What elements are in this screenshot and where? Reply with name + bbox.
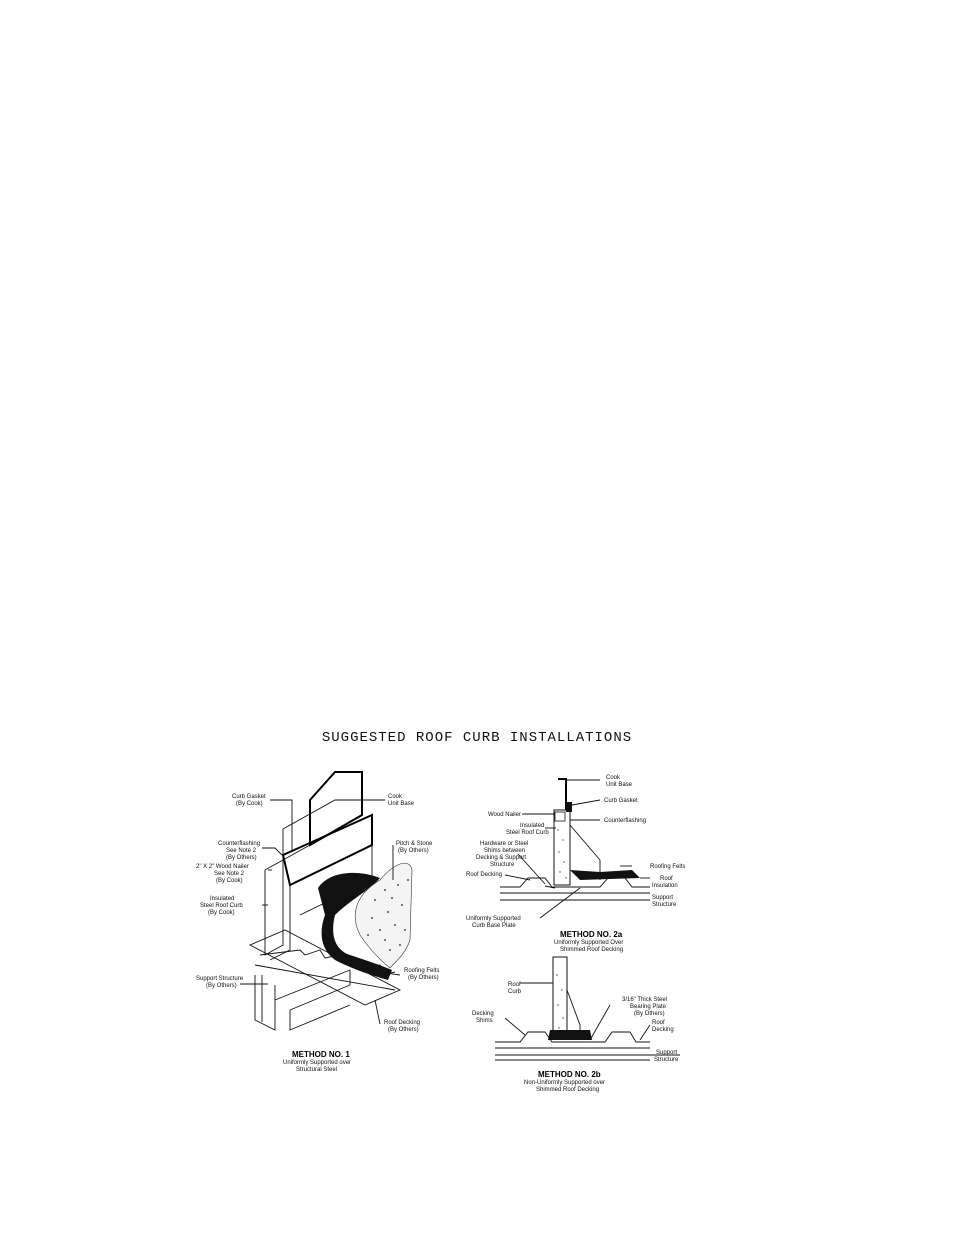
caption-method-2a-sub1: Uniformly Supported Over	[554, 940, 623, 946]
label-roofing-felts-by: (By Others)	[408, 975, 439, 981]
label-2a-insulated: Insulated	[520, 823, 544, 829]
caption-method-2a: METHOD NO. 2a	[560, 930, 623, 939]
label-2a-structure: Structure	[490, 862, 515, 868]
label-steel-roof-curb: Steel Roof Curb	[200, 903, 243, 909]
method1-drawing	[240, 771, 413, 1031]
caption-method-2b-sub1: Non-Uniformly Supported over	[524, 1080, 605, 1086]
label-roof-decking-by: (By Others)	[388, 1027, 419, 1033]
label-curb-gasket: Curb Gasket	[232, 794, 266, 800]
label-2a-support: Support	[652, 895, 673, 901]
label-curb-gasket-by: (By Cook)	[236, 801, 263, 807]
caption-method-2b: METHOD NO. 2b	[538, 1070, 601, 1079]
caption-method-1-sub2: Structural Steel	[296, 1067, 337, 1073]
label-counterflashing: Counterflashing	[218, 841, 260, 847]
label-2b-roof-2: Roof	[652, 1020, 665, 1026]
label-2b-curb: Curb	[508, 989, 522, 995]
label-insulated: Insulated	[210, 896, 234, 902]
label-counterflashing-by: (By Others)	[226, 855, 257, 861]
label-pitch-stone-by: (By Others)	[398, 848, 429, 854]
label-2a-curb-gasket: Curb Gasket	[604, 798, 638, 804]
label-2b-roof: Roof	[508, 982, 521, 988]
caption-method-1-sub1: Uniformly Supported over	[283, 1060, 351, 1066]
label-2b-support: Support	[656, 1050, 677, 1056]
label-2a-steel-roof-curb: Steel Roof Curb	[506, 830, 549, 836]
label-2b-steel-plate: 3/16" Thick Steel	[622, 997, 667, 1003]
label-cook: Cook	[388, 794, 403, 800]
label-2b-decking: Decking	[472, 1011, 494, 1017]
label-2a-uniformly-supported: Uniformly Supported	[466, 916, 521, 922]
label-2b-shims: Shims	[476, 1018, 493, 1024]
figure-title: SUGGESTED ROOF CURB INSTALLATIONS	[321, 730, 633, 746]
caption-method-2b-sub2: Shimmed Roof Decking	[536, 1087, 599, 1093]
label-roofing-felts: Roofing Felts	[404, 968, 439, 974]
method2b-labels: Roof Curb 3/16" Thick Steel Bearing Plat…	[472, 982, 679, 1093]
label-2a-wood-nailer: Wood Nailer	[488, 812, 521, 818]
label-wood-nailer: 2" X 2" Wood Nailer	[196, 864, 249, 870]
label-2a-unit-base: Unit Base	[606, 782, 633, 788]
method1-labels: Curb Gasket (By Cook) Cook Unit Base Cou…	[196, 794, 439, 1073]
method2b-drawing	[495, 956, 680, 1061]
label-2a-decking-support: Decking & Support	[476, 855, 526, 861]
label-2a-roof: Roof	[660, 876, 673, 882]
label-2a-roof-decking: Roof Decking	[466, 872, 502, 878]
label-wood-nailer-by: (By Cook)	[216, 878, 243, 884]
label-2a-insulation: Insulation	[652, 883, 678, 889]
label-2b-roof-decking: Decking	[652, 1027, 674, 1033]
label-2a-cook: Cook	[606, 775, 621, 781]
label-steel-roof-curb-by: (By Cook)	[208, 910, 235, 916]
caption-method-1: METHOD NO. 1	[292, 1050, 350, 1059]
label-2b-bearing-plate: Bearing Plate	[630, 1004, 667, 1010]
label-2a-roofing-felts: Roofing Felts	[650, 864, 685, 870]
label-2a-counterflashing: Counterflashing	[604, 818, 646, 824]
label-support-structure-by: (By Others)	[206, 983, 237, 989]
label-2a-shims: Shims between	[484, 848, 525, 854]
label-support-structure: Support Structure	[196, 976, 244, 982]
label-counterflashing-note: See Note 2	[226, 848, 257, 854]
label-2a-curb-base-plate: Curb Base Plate	[472, 923, 516, 929]
label-pitch-stone: Pitch & Stone	[396, 841, 433, 847]
label-2a-hardware: Hardware or Steel	[480, 841, 528, 847]
label-unit-base: Unit Base	[388, 801, 415, 807]
label-wood-nailer-note: See Note 2	[214, 871, 245, 877]
label-2b-by-others: (By Others)	[634, 1011, 665, 1017]
label-2a-structure-2: Structure	[652, 902, 677, 908]
caption-method-2a-sub2: Shimmed Roof Decking	[560, 947, 623, 953]
label-roof-decking: Roof Decking	[384, 1020, 420, 1026]
method2a-drawing	[500, 778, 650, 919]
method2a-labels: Cook Unit Base Curb Gasket Wood Nailer C…	[466, 775, 685, 953]
label-2b-structure: Structure	[654, 1057, 679, 1063]
